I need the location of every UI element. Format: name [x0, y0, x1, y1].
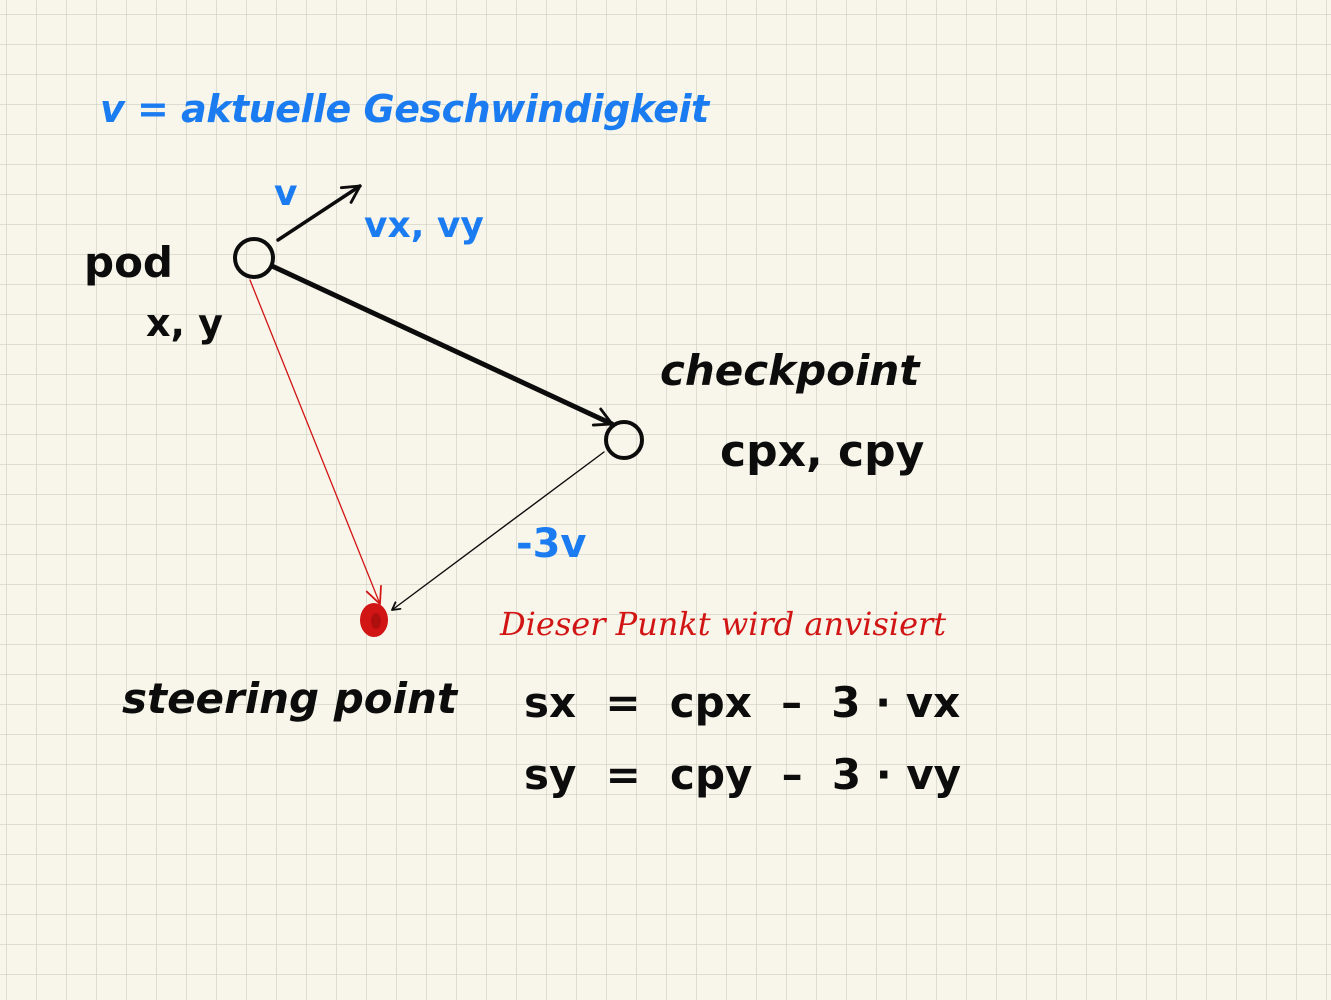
velocity-arrow [276, 184, 362, 242]
pod-to-checkpoint-arrow [269, 263, 615, 427]
steering-note: Dieser Punkt wird anvisiert [500, 605, 947, 643]
velocity-label: v [274, 173, 298, 214]
formula-sx: sx = cpx – 3 · vx [524, 678, 961, 727]
pod-label: pod [84, 238, 173, 287]
checkpoint-circle [604, 420, 644, 460]
pod-coords-label: x, y [146, 301, 223, 345]
pod-circle [233, 237, 275, 279]
heading-text: v = aktuelle Geschwindigkeit [100, 87, 709, 131]
checkpoint-coords-label: cpx, cpy [720, 426, 925, 477]
velocity-components-label: vx, vy [364, 205, 484, 246]
offset-label: -3v [516, 521, 587, 567]
steering-label: steering point [122, 674, 458, 723]
formula-sy: sy = cpy – 3 · vy [524, 750, 962, 799]
pod-to-steering-arrow [249, 279, 382, 605]
checkpoint-label: checkpoint [660, 346, 920, 395]
offset-arrow [392, 451, 605, 610]
